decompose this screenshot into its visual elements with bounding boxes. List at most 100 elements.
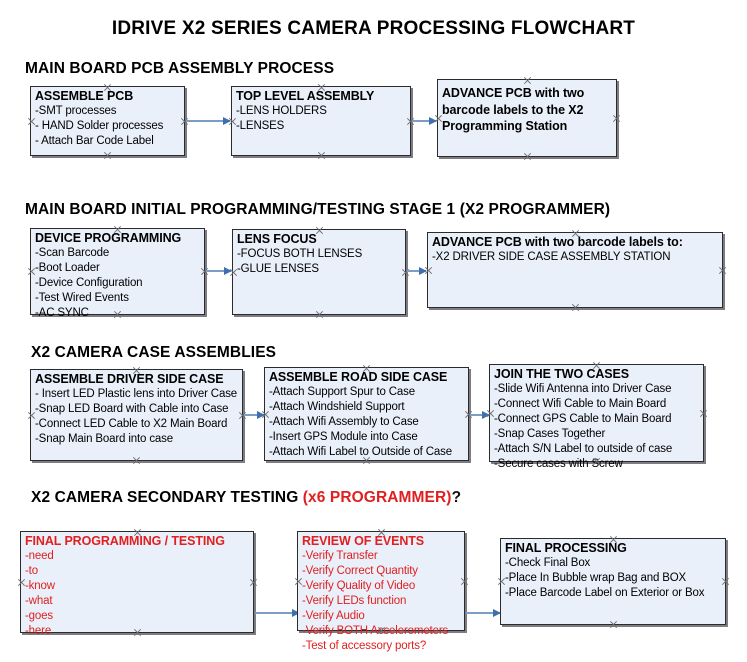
box-assemble-driver-side-case[interactable]: ASSEMBLE DRIVER SIDE CASE - Insert LED P… bbox=[30, 369, 243, 461]
resize-handle-left[interactable] bbox=[228, 117, 237, 126]
box-line: -Verify Quality of Video bbox=[302, 580, 416, 592]
box-line: -Verify Correct Quantity bbox=[302, 565, 418, 577]
box-line: - Attach Bar Code Label bbox=[35, 135, 154, 147]
resize-handle-top[interactable] bbox=[362, 364, 371, 373]
box-line: -know bbox=[25, 580, 55, 592]
resize-handle-top[interactable] bbox=[592, 361, 601, 370]
resize-handle-top[interactable] bbox=[315, 226, 324, 235]
box-line: -Attach S/N Label to outside of case bbox=[494, 443, 673, 455]
box-final-processing[interactable]: FINAL PROCESSING -Check Final Box -Place… bbox=[500, 538, 726, 625]
resize-handle-right[interactable] bbox=[612, 114, 621, 123]
box-line: -Connect LED Cable to X2 Main Board bbox=[35, 418, 228, 430]
resize-handle-bottom[interactable] bbox=[571, 303, 580, 312]
resize-handle-bottom[interactable] bbox=[315, 310, 324, 319]
box-assemble-pcb[interactable]: ASSEMBLE PCB -SMT processes - HAND Solde… bbox=[30, 86, 185, 156]
resize-handle-right[interactable] bbox=[718, 266, 727, 275]
resize-handle-top[interactable] bbox=[523, 76, 532, 85]
connector-top-level-assembly-to-advance-pcb bbox=[412, 116, 437, 125]
box-line: -SMT processes bbox=[35, 105, 117, 117]
resize-handle-bottom[interactable] bbox=[609, 620, 618, 629]
resize-handle-left[interactable] bbox=[424, 266, 433, 275]
resize-handle-top[interactable] bbox=[113, 225, 122, 234]
box-line: -Place Barcode Label on Exterior or Box bbox=[505, 587, 705, 599]
resize-handle-left[interactable] bbox=[261, 410, 270, 419]
resize-handle-left[interactable] bbox=[27, 411, 36, 420]
box-line: -Verify LEDs function bbox=[302, 595, 407, 607]
resize-handle-left[interactable] bbox=[27, 267, 36, 276]
box-device-programming[interactable]: DEVICE PROGRAMMING -Scan Barcode -Boot L… bbox=[27, 225, 205, 319]
box-title: TOP LEVEL ASSEMBLY bbox=[236, 89, 375, 103]
box-advance-pcb-to-driver-side-case[interactable]: ADVANCE PCB with two barcode labels to: … bbox=[427, 232, 723, 308]
box-final-programming-testing[interactable]: FINAL PROGRAMMING / TESTING -need -to -k… bbox=[17, 528, 254, 637]
resize-handle-left[interactable] bbox=[229, 268, 238, 277]
section-heading-x2-camera-secondary-testing: X2 CAMERA SECONDARY TESTING (x6 PROGRAMM… bbox=[31, 489, 461, 507]
box-assemble-road-side-case[interactable]: ASSEMBLE ROAD SIDE CASE -Attach Support … bbox=[264, 367, 469, 461]
box-line: -Snap Main Board into case bbox=[35, 433, 174, 445]
resize-handle-right[interactable] bbox=[721, 577, 730, 586]
resize-handle-left[interactable] bbox=[497, 577, 506, 586]
resize-handle-right[interactable] bbox=[460, 577, 469, 586]
box-line: -Snap LED Board with Cable into Case bbox=[35, 403, 229, 415]
box-title: JOIN THE TWO CASES bbox=[494, 367, 630, 381]
box-advance-pcb-to-programming-station[interactable]: ADVANCE PCB with two barcode labels to t… bbox=[437, 79, 617, 157]
resize-handle-bottom[interactable] bbox=[113, 310, 122, 319]
box-title: REVIEW OF EVENTS bbox=[302, 534, 425, 548]
box-line: -to bbox=[25, 565, 38, 577]
box-line: -FOCUS BOTH LENSES bbox=[237, 248, 363, 260]
box-line: -Device Configuration bbox=[35, 277, 143, 289]
box-line: - HAND Solder processes bbox=[35, 120, 164, 132]
resize-handle-bottom[interactable] bbox=[377, 626, 386, 635]
resize-handle-top[interactable] bbox=[609, 535, 618, 544]
resize-handle-bottom[interactable] bbox=[592, 457, 601, 466]
box-line: -what bbox=[25, 595, 53, 607]
resize-handle-bottom[interactable] bbox=[523, 152, 532, 161]
box-line: -Verify Transfer bbox=[302, 550, 378, 562]
resize-handle-top[interactable] bbox=[133, 528, 142, 537]
resize-handle-bottom[interactable] bbox=[133, 628, 142, 637]
box-top-level-assembly[interactable]: TOP LEVEL ASSEMBLY -LENS HOLDERS -LENSES bbox=[231, 86, 411, 156]
arrowhead-icon bbox=[292, 608, 300, 617]
box-title: ADVANCE PCB with two barcode labels to t… bbox=[442, 86, 585, 133]
resize-handle-left[interactable] bbox=[17, 578, 26, 587]
box-title: DEVICE PROGRAMMING bbox=[35, 231, 182, 245]
box-line: -Place In Bubble wrap Bag and BOX bbox=[505, 572, 687, 584]
box-line-overflow: -Test of accessory ports? bbox=[302, 640, 427, 652]
resize-handle-right[interactable] bbox=[249, 578, 258, 587]
box-review-of-events[interactable]: REVIEW OF EVENTS -Verify Transfer -Verif… bbox=[294, 528, 465, 652]
box-line: -Check Final Box bbox=[505, 557, 591, 569]
box-line: -GLUE LENSES bbox=[237, 263, 319, 275]
box-line: -Connect GPS Cable to Main Board bbox=[494, 413, 672, 425]
box-line: -Connect Wifi Cable to Main Board bbox=[494, 398, 667, 410]
resize-handle-right[interactable] bbox=[699, 409, 708, 418]
box-title: ASSEMBLE PCB bbox=[35, 89, 134, 103]
resize-handle-bottom[interactable] bbox=[362, 456, 371, 465]
page-title: IDRIVE X2 SERIES CAMERA PROCESSING FLOWC… bbox=[111, 18, 636, 39]
resize-handle-top[interactable] bbox=[317, 83, 326, 92]
connector-review-of-events-to-final-processing bbox=[466, 608, 501, 617]
resize-handle-bottom[interactable] bbox=[317, 151, 326, 160]
resize-handle-top[interactable] bbox=[377, 528, 386, 537]
box-line: -Boot Loader bbox=[35, 262, 100, 274]
resize-handle-left[interactable] bbox=[27, 117, 36, 126]
box-line: -Test Wired Events bbox=[35, 292, 129, 304]
resize-handle-right[interactable] bbox=[401, 268, 410, 277]
resize-handle-top[interactable] bbox=[571, 229, 580, 238]
box-join-the-two-cases[interactable]: JOIN THE TWO CASES -Slide Wifi Antenna i… bbox=[486, 361, 704, 470]
box-line: -Verify Audio bbox=[302, 610, 365, 622]
resize-handle-bottom[interactable] bbox=[132, 456, 141, 465]
box-title: ADVANCE PCB with two barcode labels to: bbox=[432, 235, 683, 249]
section-heading-accent: (x6 PROGRAMMER) bbox=[302, 489, 452, 506]
section-heading-text: X2 CAMERA CASE ASSEMBLIES bbox=[31, 344, 277, 361]
box-lens-focus[interactable]: LENS FOCUS -FOCUS BOTH LENSES -GLUE LENS… bbox=[232, 229, 406, 315]
box-line: -Verify BOTH Accelerometers bbox=[302, 625, 449, 637]
resize-handle-left[interactable] bbox=[434, 114, 443, 123]
resize-handle-left[interactable] bbox=[294, 577, 303, 586]
box-line: -LENSES bbox=[236, 120, 285, 132]
resize-handle-top[interactable] bbox=[132, 366, 141, 375]
box-line: -Slide Wifi Antenna into Driver Case bbox=[494, 383, 672, 395]
resize-handle-top[interactable] bbox=[103, 83, 112, 92]
resize-handle-bottom[interactable] bbox=[103, 151, 112, 160]
resize-handle-left[interactable] bbox=[486, 409, 495, 418]
arrowhead-icon bbox=[493, 608, 501, 617]
